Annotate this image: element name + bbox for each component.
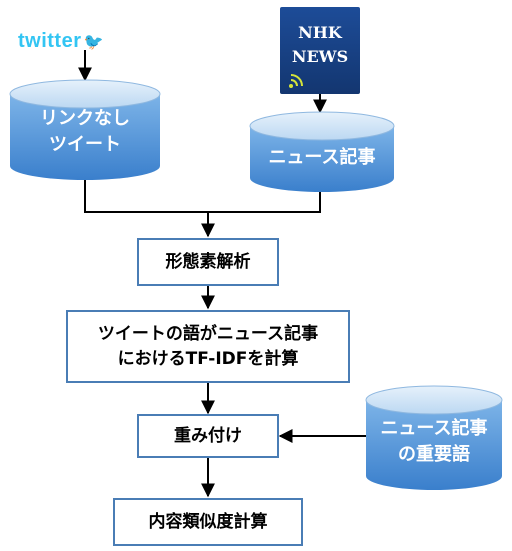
important-words-line2: の重要語 (398, 444, 470, 465)
tweets-label-line1: リンクなし (40, 108, 130, 129)
nhk-logo-line1: NHK (298, 23, 342, 42)
news-articles-label: ニュース記事 (268, 147, 376, 168)
merge-line (84, 180, 321, 213)
tfidf-step: ツイートの語がニュース記事 におけるTF-IDFを計算 (66, 310, 350, 383)
bird-icon: 🐦 (83, 34, 104, 51)
important-words-database (365, 385, 503, 490)
tfidf-step-line2: におけるTF-IDFを計算 (117, 348, 299, 369)
similarity-step: 内容類似度計算 (113, 498, 303, 546)
nhk-logo-line2: NEWS (291, 47, 349, 66)
important-words-label: ニュース記事 の重要語 (366, 416, 502, 468)
twitter-logo-text: twitter (18, 30, 82, 52)
tfidf-step-line1: ツイートの語がニュース記事 (97, 323, 319, 344)
important-words-line1: ニュース記事 (380, 418, 488, 439)
weighting-step: 重み付け (137, 414, 279, 458)
connectors (78, 50, 366, 498)
tweets-database (9, 79, 161, 180)
twitter-logo: twitter🐦 (18, 30, 104, 53)
tweets-database-label: リンクなし ツイート (10, 106, 160, 158)
nhk-news-logo: NHK NEWS (280, 7, 360, 94)
news-articles-database (249, 111, 395, 192)
morphological-analysis-step: 形態素解析 (137, 238, 279, 286)
tweets-label-line2: ツイート (49, 134, 121, 155)
signal-icon (289, 74, 303, 88)
